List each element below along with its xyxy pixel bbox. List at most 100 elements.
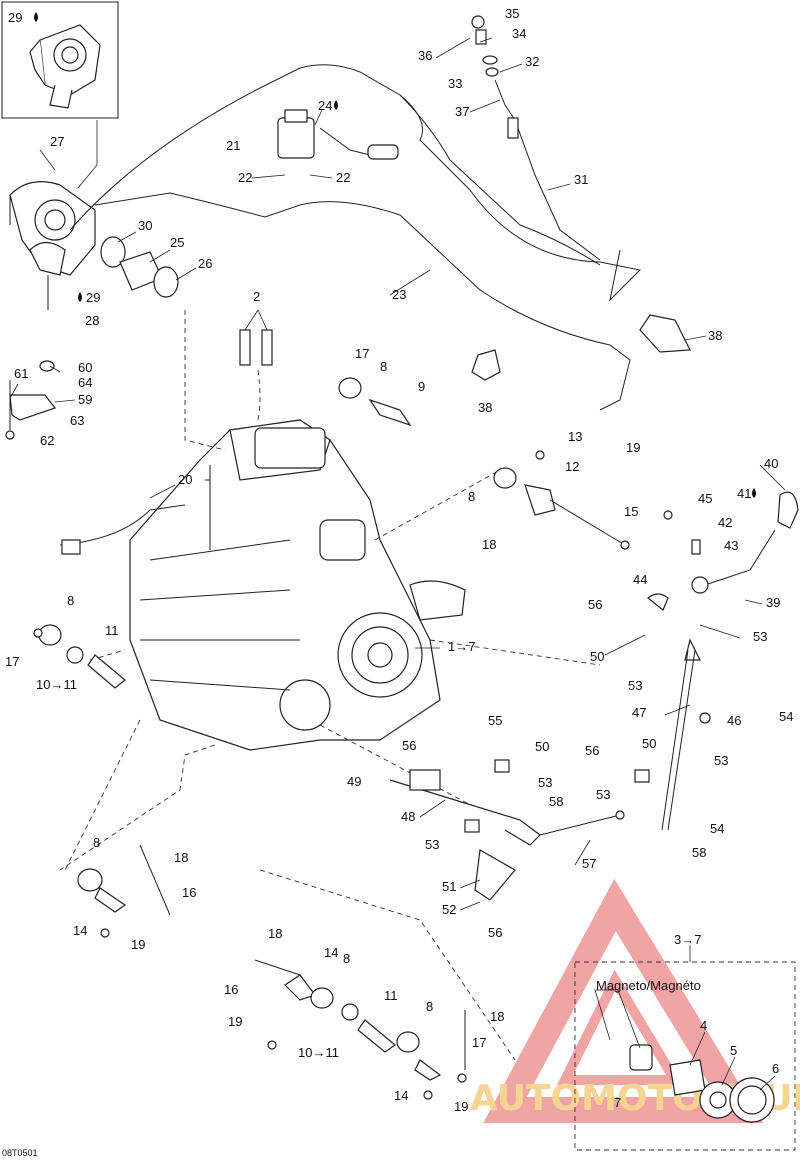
throttle-cable bbox=[69, 64, 642, 302]
callout-62: 62 bbox=[40, 433, 54, 448]
callout-50b: 50 bbox=[535, 739, 549, 754]
mount-8-right bbox=[493, 467, 517, 489]
callout-53e: 53 bbox=[714, 753, 728, 768]
callout-51: 51 bbox=[442, 879, 456, 894]
callout-5: 5 bbox=[730, 1043, 737, 1058]
callout-9: 9 bbox=[418, 379, 425, 394]
callout-38a: 38 bbox=[708, 328, 722, 343]
callout-19d: 19 bbox=[454, 1099, 468, 1114]
callout-16b: 16 bbox=[224, 982, 238, 997]
callout-17b: 17 bbox=[5, 654, 19, 669]
callout-18b: 18 bbox=[174, 850, 188, 865]
choke-plunger-24 bbox=[277, 109, 399, 160]
callout-47: 47 bbox=[632, 705, 646, 720]
callout-24: 24 bbox=[318, 98, 332, 113]
callout-61: 61 bbox=[14, 366, 28, 381]
gasket-38-center bbox=[471, 349, 501, 381]
leader-lines bbox=[9, 37, 786, 1091]
spacer-11-lower bbox=[357, 1019, 396, 1053]
gasket-38-right bbox=[639, 314, 691, 353]
inset-title: Magneto/Magnéto bbox=[596, 978, 701, 993]
callout-55: 55 bbox=[488, 713, 502, 728]
clamp-26 bbox=[153, 266, 179, 298]
spacer-11-left bbox=[87, 654, 126, 689]
callout-1: 1→7 bbox=[448, 639, 475, 654]
spark-plugs-2 bbox=[239, 309, 273, 421]
callout-11b: 11 bbox=[384, 988, 398, 1003]
callout-27: 27 bbox=[50, 134, 64, 149]
callout-57: 57 bbox=[582, 856, 596, 871]
callout-35: 35 bbox=[505, 6, 519, 21]
callout-17a: 17 bbox=[355, 346, 369, 361]
inset-range-label: 3→7 bbox=[674, 932, 701, 947]
callout-19c: 19 bbox=[228, 1014, 242, 1029]
shift-linkage bbox=[389, 759, 650, 901]
callout-10a: 10→11 bbox=[36, 677, 77, 692]
mount-9 bbox=[368, 398, 412, 427]
callout-44: 44 bbox=[633, 572, 647, 587]
shift-lever-assembly bbox=[647, 491, 799, 831]
callout-52: 52 bbox=[442, 902, 456, 917]
callout-58a: 58 bbox=[549, 794, 563, 809]
callout-16a: 16 bbox=[182, 885, 196, 900]
callout-29a: 29 bbox=[8, 10, 22, 25]
callout-8d: 8 bbox=[93, 835, 100, 850]
magneto-inset-box bbox=[574, 961, 796, 1151]
callout-38b: 38 bbox=[478, 400, 492, 415]
callout-30: 30 bbox=[138, 218, 152, 233]
recoil-handle bbox=[409, 580, 466, 621]
carburetor-detail-box bbox=[1, 1, 119, 119]
carburetor-detail bbox=[29, 24, 101, 109]
callout-11a: 11 bbox=[105, 623, 119, 638]
bolt-15 bbox=[549, 499, 626, 546]
oil-drop-icons bbox=[34, 12, 756, 498]
engine-block bbox=[129, 419, 441, 751]
choke-cable-23 bbox=[94, 192, 631, 411]
callout-43: 43 bbox=[724, 538, 738, 553]
carburetor bbox=[9, 181, 96, 310]
callout-56b: 56 bbox=[402, 738, 416, 753]
callout-53d: 53 bbox=[425, 837, 439, 852]
callout-8b: 8 bbox=[468, 489, 475, 504]
callout-17c: 17 bbox=[472, 1035, 486, 1050]
callout-36: 36 bbox=[418, 48, 432, 63]
callout-53a: 53 bbox=[753, 629, 767, 644]
callout-22b: 22 bbox=[336, 170, 350, 185]
callout-7: 7 bbox=[614, 1095, 621, 1110]
callout-34: 34 bbox=[512, 26, 526, 41]
callout-48: 48 bbox=[401, 809, 415, 824]
drawing-code: 08T0501 bbox=[2, 1148, 38, 1158]
callout-8f: 8 bbox=[426, 999, 433, 1014]
callout-2: 2 bbox=[253, 289, 260, 304]
callout-13: 13 bbox=[568, 429, 582, 444]
callout-54b: 54 bbox=[710, 821, 724, 836]
callout-41: 41 bbox=[737, 486, 751, 501]
callout-40: 40 bbox=[764, 456, 778, 471]
callout-14c: 14 bbox=[394, 1088, 408, 1103]
shift-rod-47 bbox=[661, 649, 689, 831]
callout-labels: 29 27 30 25 26 29 28 35 34 36 32 33 37 2… bbox=[2, 6, 793, 1158]
callout-49: 49 bbox=[347, 774, 361, 789]
callout-14a: 14 bbox=[73, 923, 87, 938]
callout-19a: 19 bbox=[626, 440, 640, 455]
callout-10b: 10→11 bbox=[298, 1045, 339, 1060]
callout-23: 23 bbox=[392, 287, 406, 302]
callout-29b: 29 bbox=[86, 290, 100, 305]
callout-37: 37 bbox=[455, 104, 469, 119]
callout-20: 20 bbox=[178, 472, 192, 487]
callout-39: 39 bbox=[766, 595, 780, 610]
callout-28: 28 bbox=[85, 313, 99, 328]
callout-18c: 18 bbox=[268, 926, 282, 941]
callout-31: 31 bbox=[574, 172, 588, 187]
callout-22a: 22 bbox=[238, 170, 252, 185]
callout-50a: 50 bbox=[590, 649, 604, 664]
callout-42: 42 bbox=[718, 515, 732, 530]
callout-56d: 56 bbox=[488, 925, 502, 940]
callout-53c: 53 bbox=[538, 775, 552, 790]
mount-8-top bbox=[338, 377, 362, 399]
callout-58b: 58 bbox=[692, 845, 706, 860]
callout-18a: 18 bbox=[482, 537, 496, 552]
bracket-12 bbox=[524, 484, 556, 516]
callout-60: 60 bbox=[78, 360, 92, 375]
